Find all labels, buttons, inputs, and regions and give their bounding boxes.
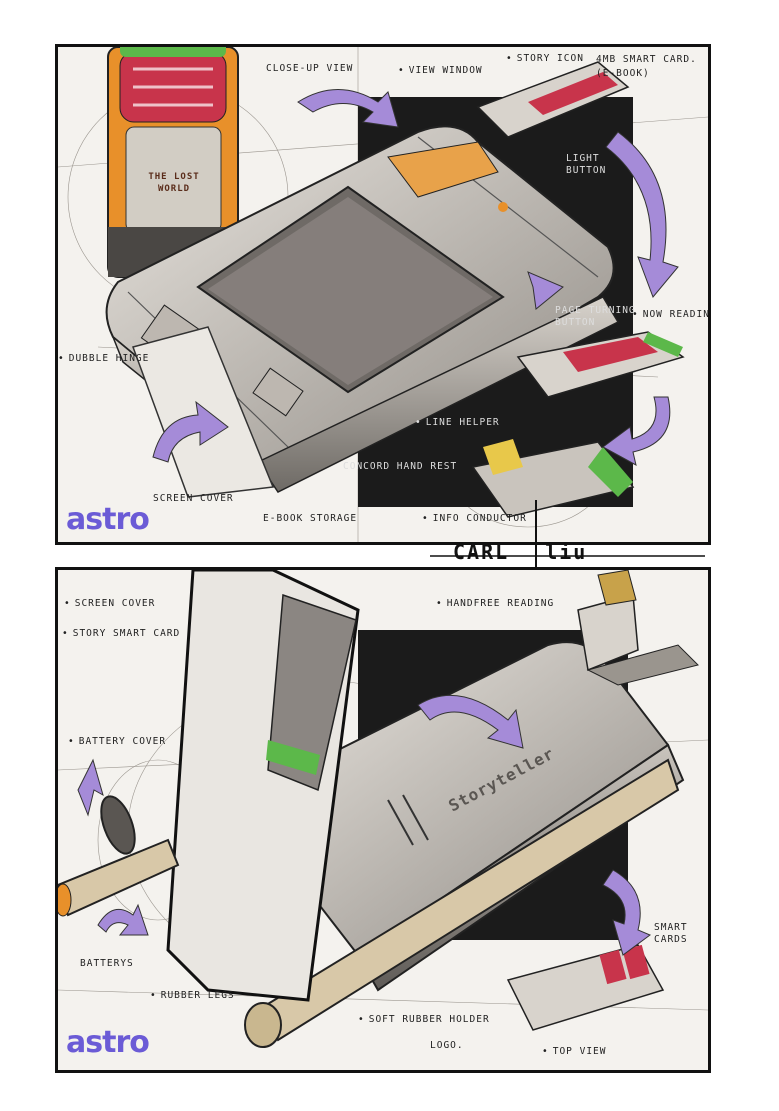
handfree-reading-drawing <box>577 570 699 686</box>
label-screen-cover: SCREEN COVER <box>64 598 155 609</box>
label-light-button: LIGHT BUTTON <box>566 153 607 176</box>
label-ebook-storage: E-BOOK STORAGE <box>263 513 358 524</box>
now-reading-card-drawing <box>516 331 685 398</box>
bottom-sketch-drawing <box>58 570 708 1048</box>
label-logo: LOGO. <box>430 1040 464 1051</box>
smart-cards-drawing <box>506 944 665 1031</box>
purple-arrows <box>77 694 652 956</box>
standing-screen-cover-drawing <box>166 570 360 1002</box>
top-sketch-panel: CLOSE-UP VIEW VIEW WINDOW STORY ICON 4MB… <box>55 44 711 545</box>
label-story-icon: STORY ICON <box>506 53 584 64</box>
label-concord-hand-rest: CONCORD HAND REST <box>343 461 458 472</box>
label-now-reading: NOW READING <box>632 309 708 320</box>
info-conductor-card-drawing <box>471 439 635 518</box>
card-title-text: THE LOST WORLD <box>148 172 200 194</box>
label-double-hinge: DUBBLE HINGE <box>58 353 149 364</box>
label-soft-rubber-holder: SOFT RUBBER HOLDER <box>358 1014 490 1025</box>
label-handfree-reading: HANDFREE READING <box>436 598 554 609</box>
label-info-conductor: INFO CONDUCTOR <box>422 513 527 524</box>
battery-drawing <box>58 795 180 917</box>
story-icon-card-drawing <box>476 61 630 138</box>
brand-logo-bottom: astro <box>66 1025 150 1060</box>
label-line-helper: LINE HELPER <box>415 417 500 428</box>
label-battery-cover: BATTERY COVER <box>68 736 166 747</box>
signature-last-name: liu <box>545 540 588 564</box>
purple-arrows <box>152 89 679 466</box>
artist-signature: CARL liu <box>453 540 587 564</box>
label-screen-cover: SCREEN COVER <box>153 493 234 504</box>
brand-logo-top: astro <box>66 502 150 537</box>
label-story-smart-card: STORY SMART CARD <box>62 628 180 639</box>
top-sketch-drawing <box>58 47 708 542</box>
label-page-turning-button: PAGE TURNING BUTTON <box>555 305 636 328</box>
label-top-view: TOP VIEW <box>542 1046 607 1057</box>
base-device-drawing <box>236 641 685 1048</box>
bottom-sketch-panel: SCREEN COVER STORY SMART CARD HANDFREE R… <box>55 567 711 1073</box>
label-view-window: VIEW WINDOW <box>398 65 483 76</box>
label-close-up-view: CLOSE-UP VIEW <box>266 63 354 74</box>
signature-first-name: CARL <box>453 540 510 564</box>
label-smart-cards: SMART CARDS <box>654 922 688 945</box>
label-batterys: BATTERYS <box>80 958 134 969</box>
label-smart-card: 4MB SMART CARD. (E-BOOK) <box>596 54 697 79</box>
label-rubber-legs: RUBBER LEGS <box>150 990 235 1001</box>
